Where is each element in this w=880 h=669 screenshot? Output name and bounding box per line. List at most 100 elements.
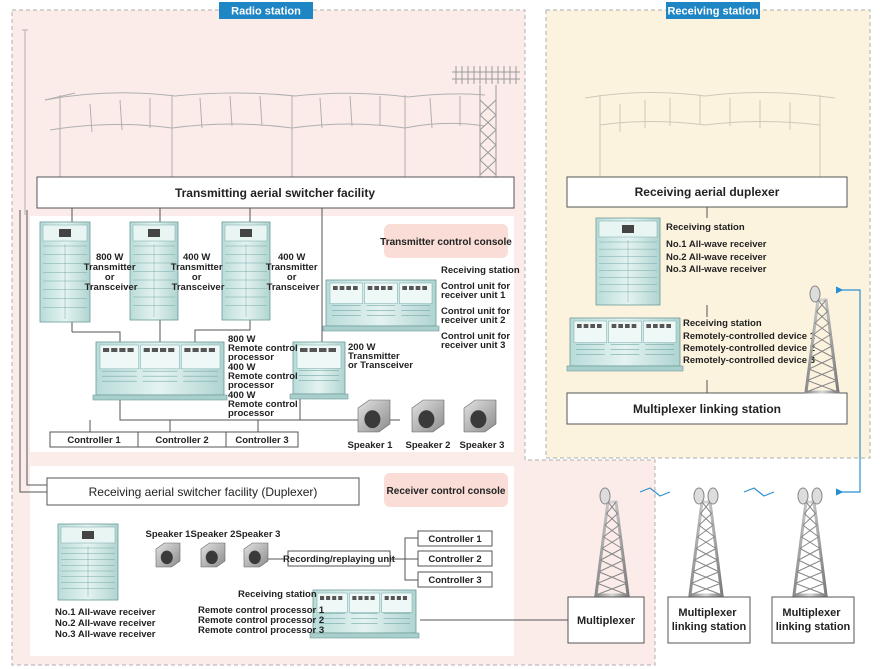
rx-speaker-2: Speaker 2 xyxy=(191,529,236,540)
radio-station-tag-text: Radio station xyxy=(231,6,301,18)
rx-speakers xyxy=(155,542,269,568)
rx-speaker-2-icon xyxy=(200,542,226,568)
tx-200w-line-1: 200 W xyxy=(348,342,375,353)
rx-control-units-title: Receiving station xyxy=(441,265,520,276)
tx-200w-label: 200 W Transmitter or Transceiver xyxy=(348,342,413,371)
mls1-line-1: Multiplexer xyxy=(678,607,737,619)
processor-label-3-line-1: 400 W xyxy=(228,390,255,401)
mls1-line-2: linking station xyxy=(672,621,747,633)
rx-control-unit-3: Control unit for receiver unit 3 xyxy=(441,331,513,351)
processor-label-3: 400 W Remote control processor xyxy=(228,390,300,419)
right-receiver-3: No.3 All-wave receiver xyxy=(666,264,767,275)
processor-label-2-line-3: processor xyxy=(228,380,274,391)
tx-speaker-1: Speaker 1 xyxy=(348,440,394,451)
tx-label-2: 400 W Transmitter or Transceiver xyxy=(171,252,225,293)
rx-processor-2: Remote control processor 2 xyxy=(198,615,324,626)
right-device-2: Remotely-controlled device 2 xyxy=(683,343,815,354)
microwave-towers xyxy=(594,285,840,597)
multiplexer-linking-station-box-top xyxy=(566,392,848,425)
processor-label-1: 800 W Remote control processor xyxy=(228,334,300,363)
rx-control-unit-1-line-2: receiver unit 1 xyxy=(441,290,506,301)
radio-station-mast xyxy=(452,66,520,178)
multiplexer-linking-station-2-label: Multiplexer linking station xyxy=(776,607,851,633)
rx-control-unit-3-line-1: Control unit for xyxy=(441,331,510,342)
transmitting-aerial-switcher-label: Transmitting aerial switcher facility xyxy=(175,186,375,200)
processor-label-1-line-2: Remote control xyxy=(228,343,298,354)
tx-controller-2: Controller 2 xyxy=(155,435,208,446)
rx-receiver-2: No.2 All-wave receiver xyxy=(55,618,156,629)
rx-control-unit-1: Control unit for receiver unit 1 xyxy=(441,281,513,301)
transmitter-control-console-pill xyxy=(384,224,508,258)
right-device-1: Remotely-controlled device 1 xyxy=(683,331,816,342)
tx-label-3-line-2: Transmitter xyxy=(266,262,318,273)
transmitting-aerial-switcher-box xyxy=(36,176,515,209)
radio-station-tag xyxy=(219,2,313,19)
tx-200w-line-3: or Transceiver xyxy=(348,360,413,371)
rx-controller-1-box xyxy=(417,530,493,547)
tx-200w-line-2: Transmitter xyxy=(348,351,400,362)
rx-controller-2: Controller 2 xyxy=(428,554,481,565)
mls2-line-2: linking station xyxy=(776,621,851,633)
rx-receiver-cabinet xyxy=(57,523,119,601)
multiplexer-label: Multiplexer xyxy=(577,615,636,627)
processor-label-2: 400 W Remote control processor xyxy=(228,362,300,391)
transmitter-cabinets xyxy=(39,217,684,639)
tx-cabinet-400w-a xyxy=(129,221,179,321)
rx-controller-2-box xyxy=(417,550,493,567)
tx-speaker-3: Speaker 3 xyxy=(460,440,505,451)
tx-label-2-line-2: Transmitter xyxy=(171,262,223,273)
receiver-control-console-pill xyxy=(384,473,508,507)
processor-label-3-line-2: Remote control xyxy=(228,399,298,410)
tx-speakers xyxy=(357,399,497,433)
receiver-control-console-label: Receiver control console xyxy=(387,486,506,497)
tx-label-1: 800 W Transmitter or Transceiver xyxy=(84,252,138,293)
right-receiver-2: No.2 All-wave receiver xyxy=(666,252,767,263)
tower-receiving-station xyxy=(804,285,840,394)
receiving-station-tag-text: Receiving station xyxy=(667,6,758,18)
tx-label-3-line-1: 400 W xyxy=(278,252,305,263)
rx-processor-3: Remote control processor 3 xyxy=(198,625,324,636)
tx-label-2-line-1: 400 W xyxy=(183,252,210,263)
rx-receiver-3: No.3 All-wave receiver xyxy=(55,629,156,640)
tx-label-1-line-4: Transceiver xyxy=(85,282,138,293)
rx-speaker-3-icon xyxy=(243,542,269,568)
tx-label-1-line-3: or xyxy=(105,272,115,283)
tx-label-1-line-1: 800 W xyxy=(96,252,123,263)
tx-label-1-line-2: Transmitter xyxy=(84,262,136,273)
receiving-aerial-duplexer-box xyxy=(566,176,848,208)
multiplexer-linking-station-1-box xyxy=(667,596,751,644)
mls2-line-1: Multiplexer xyxy=(782,607,841,619)
processor-label-3-line-3: processor xyxy=(228,408,274,419)
tx-200w-desk xyxy=(289,341,349,400)
processor-label-1-line-3: processor xyxy=(228,352,274,363)
rx-speaker-1-icon xyxy=(155,542,181,568)
receiving-aerial-switcher-label: Receiving aerial switcher facility (Dupl… xyxy=(89,485,318,499)
tx-speaker-2: Speaker 2 xyxy=(406,440,451,451)
recording-unit-label: Recording/replaying unit xyxy=(283,554,396,565)
multiplexer-linking-station-label-top: Multiplexer linking station xyxy=(633,402,781,416)
receiving-station-aerials xyxy=(584,91,836,178)
recording-unit-box xyxy=(287,550,391,567)
rx-controller-1: Controller 1 xyxy=(428,534,482,545)
processor-label-1-line-1: 800 W xyxy=(228,334,255,345)
tx-cabinet-800w xyxy=(39,221,91,323)
tower-linking-1 xyxy=(688,487,724,597)
rx-control-unit-2: Control unit for receiver unit 2 xyxy=(441,306,513,326)
tx-label-2-line-4: Transceiver xyxy=(172,282,225,293)
right-receiver-cabinet xyxy=(595,217,661,306)
right-devices-title: Receiving station xyxy=(683,318,762,329)
receiving-aerial-duplexer-label: Receiving aerial duplexer xyxy=(635,185,780,199)
multiplexer-linking-station-1-label: Multiplexer linking station xyxy=(672,607,747,633)
right-receivers-title: Receiving station xyxy=(666,222,745,233)
multiplexer-linking-station-2-box xyxy=(771,596,855,644)
rx-processors-title: Receiving station xyxy=(238,589,317,600)
tower-multiplexer xyxy=(594,487,630,597)
radio-station-aerials xyxy=(22,29,486,215)
tx-controller-1: Controller 1 xyxy=(67,435,121,446)
transmitter-control-console-label: Transmitter control console xyxy=(380,237,512,248)
tx-cabinet-400w-b xyxy=(221,221,271,321)
rx-control-unit-2-line-2: receiver unit 2 xyxy=(441,315,505,326)
remotely-controlled-devices-desk xyxy=(566,317,684,372)
tx-label-3-line-4: Transceiver xyxy=(267,282,320,293)
